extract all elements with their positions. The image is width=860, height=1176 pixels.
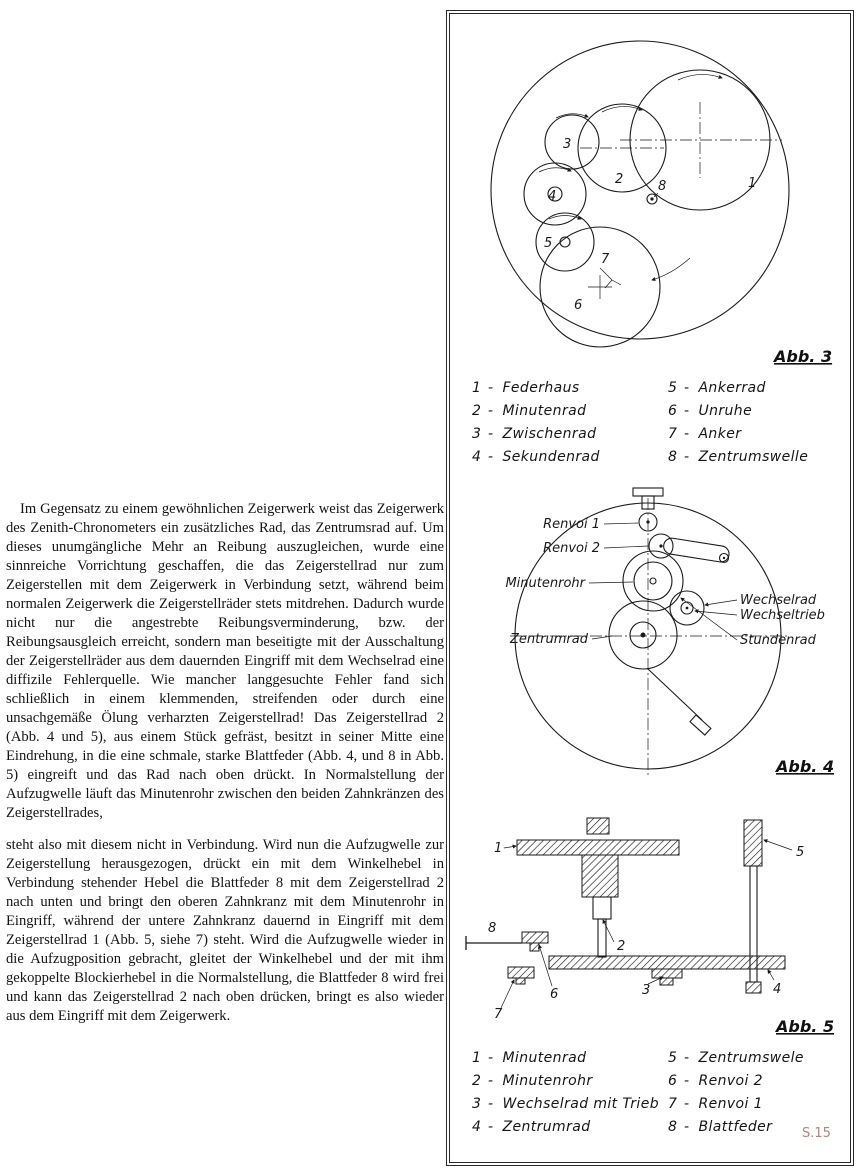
legend-item: 3-Wechselrad mit Trieb [472,1096,660,1112]
label-leader-lines [588,522,738,641]
figure-panel-inner-border: 1 2 3 4 5 6 7 8 Abb. 3 1-Federhaus 2-Min… [449,13,851,1163]
zwischenrad-circle [544,113,600,170]
abb5-part-number-6: 6 [550,987,558,1002]
zentrumrad-wheel [608,600,678,670]
abb3-part-number-1: 1 [748,176,756,191]
renvoi2-wheel [648,533,730,564]
legend-item: 4-Sekundenrad [472,449,600,465]
abb4-label-wechseltrieb: Wechseltrieb [740,608,825,623]
legend-item: 7-Renvoi 1 [668,1096,763,1112]
wechselrad-mit-trieb [651,968,683,986]
abb5-part-number-7: 7 [494,1007,503,1022]
abb4-label-zentrumrad: Zentrumrad [509,632,589,647]
abb5-caption: Abb. 5 [774,1017,834,1036]
abb4-label-stundenrad: Stundenrad [740,633,817,648]
abb4-label-renvoi1: Renvoi 1 [543,517,600,532]
paragraph-2: steht also mit diesem nicht in Verbindun… [6,837,444,1024]
abb3-part-number-7: 7 [601,252,610,267]
blattfeder-spring [465,936,522,950]
abb3-part-number-8: 8 [658,179,666,194]
center-axis-lines [510,498,788,776]
abb5-legend-right-column: 5-Zentrumswele 6-Renvoi 2 7-Renvoi 1 8-B… [668,1050,804,1142]
sekundenrad-circle [523,162,587,226]
abb3-part-number-6: 6 [574,298,582,313]
abb5-legend-left-column: 1-Minutenrad 2-Minutenrohr 3-Wechselrad … [472,1050,668,1142]
legend-item: 3-Zwischenrad [472,426,597,442]
legend-item: 2-Minutenrohr [472,1073,593,1089]
legend-item: 4-Zentrumrad [472,1119,591,1135]
abb3-legend: 1-Federhaus 2-Minutenrad 3-Zwischenrad 4… [472,380,834,472]
legend-item: 5-Ankerrad [668,380,766,396]
zentrumswelle-shaft [743,819,763,994]
minutenrad-circle [577,103,667,193]
stundenrad-wheel [622,550,684,612]
abb3-part-number-4: 4 [548,189,556,204]
label-leader-lines [500,839,793,1009]
abb5-part-number-8: 8 [488,921,496,936]
anker-lever-shape [599,267,622,289]
abb5-legend: 1-Minutenrad 2-Minutenrohr 3-Wechselrad … [472,1050,834,1142]
unruhe-circle [539,226,691,348]
abb3-legend-left-column: 1-Federhaus 2-Minutenrad 3-Zwischenrad 4… [472,380,668,472]
abb5-part-number-2: 2 [617,939,625,954]
winding-stem-shape [632,487,664,510]
page-number: S.15 [802,1126,831,1141]
legend-item: 7-Anker [668,426,742,442]
figure-abb4-drawing: Renvoi 1 Renvoi 2 Minutenrohr Zentrumrad… [505,487,834,776]
abb5-part-number-5: 5 [796,845,804,860]
figure-panel: 1 2 3 4 5 6 7 8 Abb. 3 1-Federhaus 2-Min… [446,10,854,1166]
abb5-part-number-1: 1 [494,841,502,856]
federhaus-circle [620,69,782,211]
abb3-part-number-3: 3 [563,137,571,152]
legend-item: 5-Zentrumswele [668,1050,804,1066]
legend-item: 6-Unruhe [668,403,753,419]
legend-item: 8-Blattfeder [668,1119,773,1135]
legend-item: 2-Minutenrad [472,403,587,419]
abb3-legend-right-column: 5-Ankerrad 6-Unruhe 7-Anker 8-Zentrumswe… [668,380,808,472]
abb4-label-wechselrad: Wechselrad [740,593,817,608]
renvoi1-gear [507,966,535,985]
legend-item: 6-Renvoi 2 [668,1073,763,1089]
renvoi1-wheel [638,512,658,532]
legend-item: 8-Zentrumswelle [668,449,809,465]
zentrumswelle-dot [646,192,659,205]
abb4-label-renvoi2: Renvoi 2 [543,541,600,556]
body-text-column: Im Gegensatz zu einem gewöhnlichen Zeige… [6,500,444,1026]
movement-outline-circle [514,502,782,770]
ankerrad-circle [535,212,595,272]
click-lever-shape [647,668,712,736]
abb4-label-minutenrohr: Minutenrohr [505,576,586,591]
figure-abb3-drawing: 1 2 3 4 5 6 7 8 Abb. 3 [490,40,832,366]
legend-item: 1-Minutenrad [472,1050,587,1066]
paragraph-1: Im Gegensatz zu einem gewöhnlichen Zeige… [6,501,444,821]
movement-outline-circle [490,40,790,340]
abb4-caption: Abb. 4 [774,757,834,776]
legend-item: 1-Federhaus [472,380,580,396]
renvoi2-gear [521,931,549,952]
abb3-part-number-5: 5 [544,236,552,251]
abb3-part-number-2: 2 [615,172,623,187]
abb5-part-number-3: 3 [642,983,650,998]
figure-abb5-drawing: 1 2 3 4 5 6 7 8 Abb. 5 [465,817,834,1036]
abb3-caption: Abb. 3 [772,347,832,366]
abb5-part-number-4: 4 [773,982,781,997]
minutenrohr-pipe [633,561,673,601]
wechselrad-wheel [669,590,705,626]
